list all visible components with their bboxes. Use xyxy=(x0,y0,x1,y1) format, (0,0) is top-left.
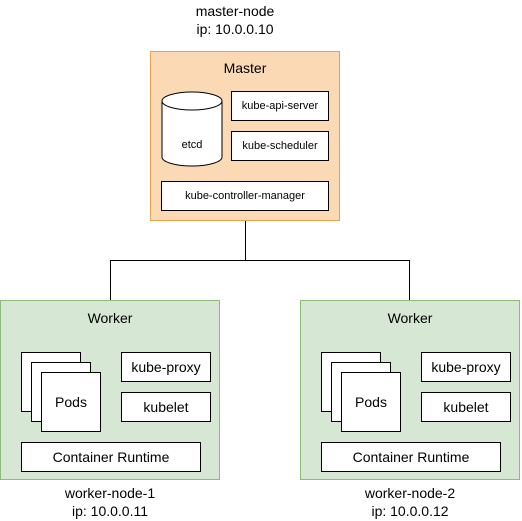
pods-label: Pods xyxy=(55,394,87,410)
etcd-cylinder-icon xyxy=(161,91,223,167)
container-runtime-box: Container Runtime xyxy=(21,442,201,472)
worker-panel-1: Worker Pods kube-proxy kubelet Container… xyxy=(0,300,220,480)
etcd-label: etcd xyxy=(181,139,203,151)
kube-proxy-box: kube-proxy xyxy=(121,352,211,382)
kubelet-box: kubelet xyxy=(421,392,511,422)
worker-2-title: Worker xyxy=(387,310,433,326)
kubelet-box: kubelet xyxy=(121,392,211,422)
master-node-name: master-node xyxy=(195,3,275,19)
container-runtime-box: Container Runtime xyxy=(321,442,501,472)
pods-box: Pods xyxy=(41,372,101,432)
connector-worker-2 xyxy=(409,260,410,300)
master-title: Master xyxy=(223,60,267,76)
connector-horizontal xyxy=(110,260,410,261)
pods-label: Pods xyxy=(355,394,387,410)
connector-worker-1 xyxy=(110,260,111,300)
master-node-ip: ip: 10.0.0.10 xyxy=(196,21,274,37)
master-panel: Master etcd kube-api-server kube-schedul… xyxy=(150,51,340,221)
kube-controller-manager-box: kube-controller-manager xyxy=(161,181,329,211)
kube-proxy-box: kube-proxy xyxy=(421,352,511,382)
worker-panel-2: Worker Pods kube-proxy kubelet Container… xyxy=(300,300,520,480)
worker-2-node-ip: ip: 10.0.0.12 xyxy=(371,503,449,519)
pods-box: Pods xyxy=(341,372,401,432)
worker-2-node-name: worker-node-2 xyxy=(364,485,456,501)
kube-scheduler-box: kube-scheduler xyxy=(231,131,329,161)
worker-1-title: Worker xyxy=(87,310,133,326)
worker-1-node-name: worker-node-1 xyxy=(64,485,156,501)
worker-1-node-ip: ip: 10.0.0.11 xyxy=(71,503,149,519)
kube-api-server-box: kube-api-server xyxy=(231,91,329,121)
connector-master-down xyxy=(245,221,246,261)
